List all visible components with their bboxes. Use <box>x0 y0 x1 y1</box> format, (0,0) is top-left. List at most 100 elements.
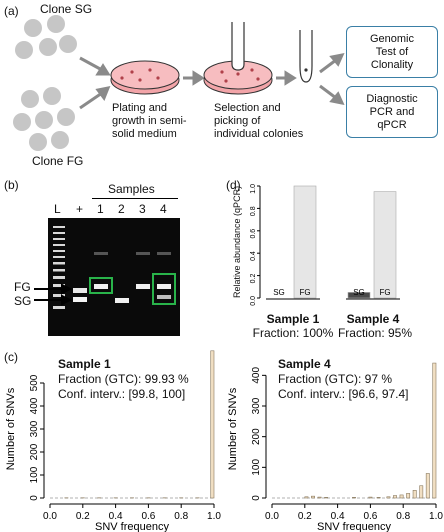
hist1-ytick-label: 100 <box>29 466 40 483</box>
pcr-tube <box>299 30 313 83</box>
ladder-bands <box>53 226 65 309</box>
plating-step-label: Plating and growth in semi- solid medium <box>112 102 187 141</box>
samples-bracket <box>92 198 178 199</box>
selection-step-label: Selection and picking of individual colo… <box>214 102 303 141</box>
hist2-bar <box>412 490 417 499</box>
sg-band-label: SG <box>14 294 32 308</box>
panel-c-letter: (c) <box>4 350 18 364</box>
hist2-bar <box>399 494 404 499</box>
workflow-diagram <box>13 15 345 151</box>
clone-sg-cells <box>15 15 77 59</box>
diagnostic-line-3: qPCR <box>377 118 407 131</box>
highlight-lane-4 <box>152 273 176 305</box>
band-2-sg <box>115 298 129 303</box>
hist2-xtick-label: 1.0 <box>429 511 443 522</box>
hist2-bar <box>425 473 430 499</box>
band-4-fg <box>157 284 171 289</box>
gel-image <box>48 218 180 336</box>
plating-line-1: Plating and <box>112 102 168 114</box>
band-4-sg <box>157 295 171 299</box>
qpcr-ytick-label: 0.2 <box>250 273 257 283</box>
hist1-ytick-label: 500 <box>29 374 40 391</box>
qpcr-sample4-title: Sample 4 <box>346 312 400 326</box>
qpcr-bar-label: FG <box>299 288 310 297</box>
band-1-fg <box>94 284 108 289</box>
hist1-ylabel: Number of SNVs <box>5 387 17 470</box>
hist2-title: Sample 4 <box>278 357 331 371</box>
band-arrows <box>34 283 73 306</box>
qpcr-ytick-label: 0.8 <box>250 206 257 216</box>
hist2-bar <box>368 496 373 499</box>
hist2-bar <box>352 497 356 499</box>
qpcr-ytick-label: 0.0 <box>250 296 257 306</box>
band-4-faint <box>157 252 171 255</box>
hist2-bar <box>304 496 309 499</box>
hist2-xlabel: SNV frequency <box>317 521 391 532</box>
hist1-xtick-label: 1.0 <box>207 511 221 522</box>
band-3-fg <box>136 284 150 289</box>
band-1-faint <box>94 252 108 255</box>
hist2-ytick-label: 300 <box>251 397 262 414</box>
hist1-ytick-label: 400 <box>29 397 40 414</box>
panel-d-letter: (d) <box>226 178 241 192</box>
hist2-bar <box>419 485 424 499</box>
genomic-line-2: Test of <box>375 45 409 58</box>
hist1-xtick-label: 0.6 <box>141 511 155 522</box>
qpcr-bar <box>373 191 397 299</box>
hist1-ytick-label: 300 <box>29 420 40 437</box>
hist2-xtick-label: 0.8 <box>396 511 410 522</box>
band-plus-fg <box>73 288 87 293</box>
diagnostic-line-1: Diagnostic <box>366 92 418 105</box>
lane-label-1: 1 <box>97 202 104 216</box>
hist1-xtick-label: 0.8 <box>174 511 188 522</box>
hist2-ytick-label: 0 <box>251 495 262 501</box>
hist2-fraction: Fraction (GTC): 97 % <box>278 372 393 386</box>
qpcr-ytick-label: 0.4 <box>250 251 257 261</box>
panel-b-letter: (b) <box>4 178 19 192</box>
lane-label-2: 2 <box>118 202 125 216</box>
qpcr-sample1-title: Sample 1 <box>266 312 320 326</box>
hist1-ci: Conf. interv.: [99.8, 100] <box>58 387 186 401</box>
hist2-bar <box>324 497 329 499</box>
qpcr-ytick-label: 0.6 <box>250 229 257 239</box>
lane-label-L: L <box>54 202 61 216</box>
qpcr-bar-label: SG <box>273 288 285 297</box>
hist1-xlabel: SNV frequency <box>95 521 169 532</box>
hist2-bar <box>432 362 437 499</box>
clone-fg-label: Clone FG <box>32 154 84 168</box>
hist1-xtick-label: 0.2 <box>76 511 90 522</box>
panel-a-letter: (a) <box>4 4 19 18</box>
hist2-xtick-label: 0.2 <box>298 511 312 522</box>
arrow-to-selection <box>183 70 205 86</box>
qpcr-bar-label: FG <box>379 288 390 297</box>
qpcr-bar <box>293 185 317 299</box>
qpcr-ylabel: Relative abundance (qPCR) <box>232 185 242 298</box>
hist2-ci: Conf. interv.: [96.6, 97.4] <box>278 387 409 401</box>
lane-label-plus: + <box>76 202 84 216</box>
lane-label-4: 4 <box>160 202 167 216</box>
hist1-fraction: Fraction (GTC): 99.93 % <box>58 372 189 386</box>
hist2-legend: Sample 4 Fraction (GTC): 97 % Conf. inte… <box>278 357 409 402</box>
diagnostic-line-2: PCR and <box>369 105 415 118</box>
qpcr-ytick-label: 1.0 <box>250 184 257 194</box>
hist2-ytick-label: 100 <box>251 459 262 476</box>
plating-line-2: growth in semi- <box>112 115 187 127</box>
hist1-xtick-label: 0.0 <box>43 511 57 522</box>
arrows-to-plating <box>79 56 111 110</box>
hist1-bar <box>210 350 215 499</box>
hist2-bar <box>376 497 381 499</box>
hist2-xtick-label: 0.6 <box>363 511 377 522</box>
petri-dish-selection <box>203 22 273 95</box>
lane-label-3: 3 <box>139 202 146 216</box>
band-plus-sg <box>73 297 87 302</box>
hist2-xtick-label: 0.4 <box>331 511 345 522</box>
hist2-bar <box>406 493 411 499</box>
hist2-bar <box>393 495 397 499</box>
selection-line-1: Selection and <box>214 102 281 114</box>
diagnostic-pcr-box: Diagnostic PCR and qPCR <box>346 86 438 138</box>
selection-line-2: picking of <box>214 115 261 127</box>
hist2-ytick-label: 200 <box>251 428 262 445</box>
hist2-bar <box>311 495 315 499</box>
